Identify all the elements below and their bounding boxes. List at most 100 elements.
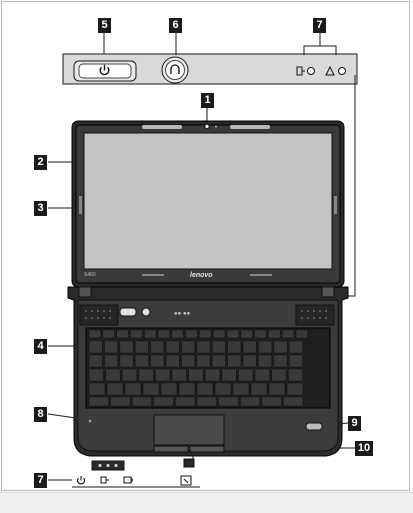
laptop-lid — [71, 120, 345, 288]
top-detail-strip — [62, 53, 358, 85]
microphone-right — [230, 125, 270, 129]
callout-5: 5 — [98, 18, 111, 33]
keyboard-key — [150, 340, 165, 354]
keyboard-key — [268, 329, 281, 339]
keyboard-key — [142, 382, 160, 396]
keyboard-key — [218, 396, 239, 407]
keyboard-key — [196, 340, 211, 354]
keyboard-key — [227, 354, 242, 368]
keyboard-key — [121, 368, 138, 382]
keyboard-key — [188, 368, 204, 382]
keyboard-key — [258, 340, 273, 354]
keyboard-key — [221, 368, 237, 382]
ac-adapter-icon — [296, 66, 305, 76]
keyboard-key — [283, 396, 304, 407]
keyboard-key — [254, 329, 267, 339]
callout-2: 2 — [34, 155, 47, 170]
keyboard-key — [175, 396, 196, 407]
keyboard-key — [104, 354, 119, 368]
keyboard-key — [134, 354, 149, 368]
display-screen — [83, 132, 333, 270]
keyboard-key — [124, 382, 142, 396]
callout-4: 4 — [34, 339, 47, 354]
keyboard-key — [261, 396, 282, 407]
keyboard-key — [171, 368, 187, 382]
status-indicators — [296, 65, 346, 76]
keyboard-key — [227, 340, 242, 354]
keyboard-key — [287, 368, 304, 382]
keyboard-key — [211, 354, 226, 368]
callout-8: 8 — [34, 407, 47, 422]
speaker-left — [79, 304, 119, 326]
keyboard-key — [250, 382, 268, 396]
keyboard-key — [212, 329, 226, 339]
keyboard-key — [157, 329, 171, 339]
keyboard-key — [273, 354, 288, 368]
keyboard-key — [286, 382, 304, 396]
keyboard-key — [232, 382, 250, 396]
keyboard-key — [119, 354, 134, 368]
keyboard-key — [196, 382, 214, 396]
keyboard-key — [88, 329, 102, 339]
bottom-indicator-legend — [72, 475, 200, 488]
keyboard-key — [150, 354, 165, 368]
keyboard-key — [185, 329, 198, 339]
callout-7-bottom: 7 — [34, 473, 47, 488]
bottom-band — [0, 492, 413, 513]
callout-7-top: 7 — [313, 18, 326, 33]
keyboard-key — [105, 368, 121, 382]
keyboard-key — [181, 340, 196, 354]
speaker-right — [295, 304, 335, 326]
keyboard-key — [131, 396, 153, 407]
keyboard-key — [238, 368, 254, 382]
model-badge: S460 — [84, 272, 96, 278]
keyboard-key — [116, 329, 129, 339]
keyboard-key — [153, 396, 174, 407]
keyboard-key — [155, 368, 171, 382]
keyboard-key — [130, 329, 143, 339]
power-icon — [99, 64, 110, 76]
fingerprint-icon — [305, 422, 323, 431]
laptop-base: ●● ●● — [67, 286, 349, 457]
keyboard — [85, 327, 331, 409]
keyboard-key — [88, 340, 103, 354]
hdd-icon — [180, 475, 192, 486]
keyboard-key — [240, 329, 253, 339]
keyboard-key — [271, 368, 287, 382]
keyboard-key — [273, 340, 288, 354]
keyboard-key — [104, 340, 119, 354]
microphone-left — [142, 125, 182, 129]
keyboard-key — [268, 382, 286, 396]
novo-button-icon — [170, 64, 180, 74]
keyboard-key — [165, 340, 180, 354]
keyboard-key — [281, 329, 295, 339]
keyboard-key — [106, 382, 124, 396]
ac-adapter-icon — [100, 476, 109, 484]
keyboard-key — [134, 340, 149, 354]
keyboard-key — [88, 354, 103, 368]
battery-warning-icon — [325, 65, 335, 76]
keyboard-key — [165, 354, 180, 368]
keyboard-key — [110, 396, 131, 407]
touchpad — [153, 414, 225, 446]
keyboard-key — [160, 382, 178, 396]
keyboard-key — [88, 382, 106, 396]
power-button — [73, 60, 137, 82]
keyboard-key — [102, 329, 115, 339]
callout-9: 9 — [348, 416, 361, 431]
keyboard-key — [143, 329, 157, 339]
keyboard-key — [239, 396, 261, 407]
keyboard-key — [242, 354, 257, 368]
wireless-icon — [123, 476, 133, 484]
keyboard-key — [214, 382, 232, 396]
camera-icon — [204, 123, 210, 130]
keyboard-key — [88, 368, 104, 382]
callout-1: 1 — [201, 93, 214, 108]
keyboard-key — [138, 368, 154, 382]
keyboard-key — [204, 368, 221, 382]
front-indicators — [91, 458, 195, 471]
callout-3: 3 — [34, 201, 47, 216]
keyboard-key — [288, 340, 303, 354]
